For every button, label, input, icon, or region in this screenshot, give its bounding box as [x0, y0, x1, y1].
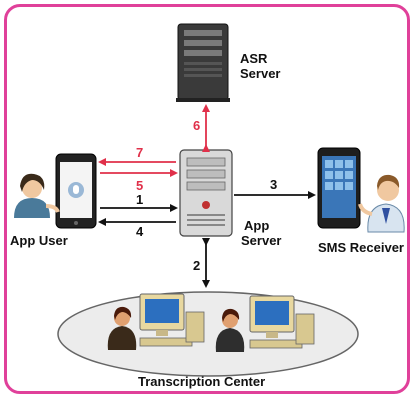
- smartphone-icon: [55, 153, 97, 229]
- operator-icon: [215, 308, 245, 352]
- arrow-2-label: 2: [193, 258, 200, 273]
- app-server-label-line2: Server: [241, 233, 281, 248]
- arrow-7-label: 7: [136, 145, 143, 160]
- asr-server-label-line1: ASR: [240, 51, 268, 66]
- operator-icon: [107, 306, 137, 350]
- transcription-center-label: Transcription Center: [138, 374, 265, 389]
- arrow-1-label: 1: [136, 192, 143, 207]
- arrow-3-label: 3: [270, 177, 277, 192]
- sms-phone-icon: [317, 147, 361, 229]
- sms-receiver-label: SMS Receiver: [318, 240, 404, 255]
- app-user-label: App User: [10, 233, 68, 248]
- arrow-5-label: 5: [136, 178, 143, 193]
- app-server-label-line1: App: [244, 218, 269, 233]
- arrow-6-label: 6: [193, 118, 200, 133]
- computer-icon: [249, 295, 315, 349]
- receiver-person-icon: [358, 174, 405, 233]
- computer-icon: [139, 293, 205, 347]
- asr-server-label-line2: Server: [240, 66, 280, 81]
- asr-server-icon: [176, 23, 230, 102]
- arrow-4-label: 4: [136, 224, 144, 239]
- app-server-icon: [179, 149, 233, 237]
- user-icon: [14, 173, 60, 218]
